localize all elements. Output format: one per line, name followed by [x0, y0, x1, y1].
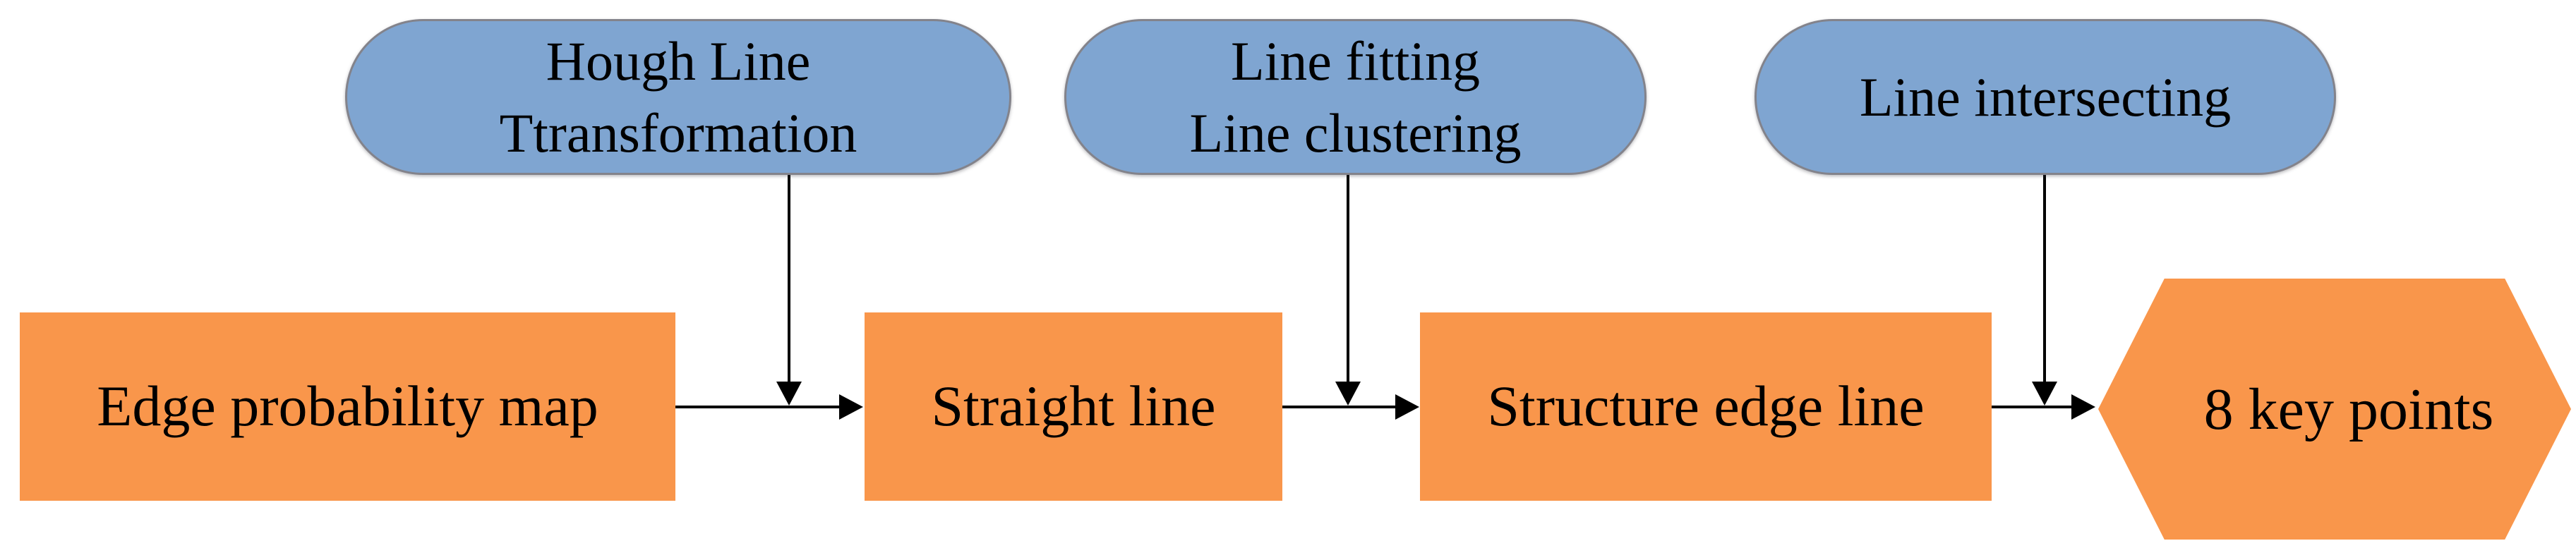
operation-pill-hough-line-transformation: Hough Line Ttransformation [345, 19, 1011, 175]
operation-pill-line-intersecting: Line intersecting [1755, 19, 2336, 175]
arrowhead-hough-transform [776, 382, 802, 406]
result-hexagon-8-key-points: 8 key points [2098, 279, 2571, 540]
step-box-straight-line: Straight line [865, 312, 1282, 501]
step-box-structure-edge-line: Structure edge line [1420, 312, 1992, 501]
arrowhead-line-intersecting [2032, 382, 2057, 406]
step-box-edge-probability-map: Edge probability map [20, 312, 675, 501]
operation-pill-line-fitting-clustering: Line fitting Line clustering [1064, 19, 1647, 175]
arrowhead-into-structure-edge [1395, 394, 1419, 420]
arrowhead-into-straight-line [839, 394, 863, 420]
arrowhead-line-fitting [1335, 382, 1361, 406]
arrowhead-into-key-points [2071, 394, 2095, 420]
